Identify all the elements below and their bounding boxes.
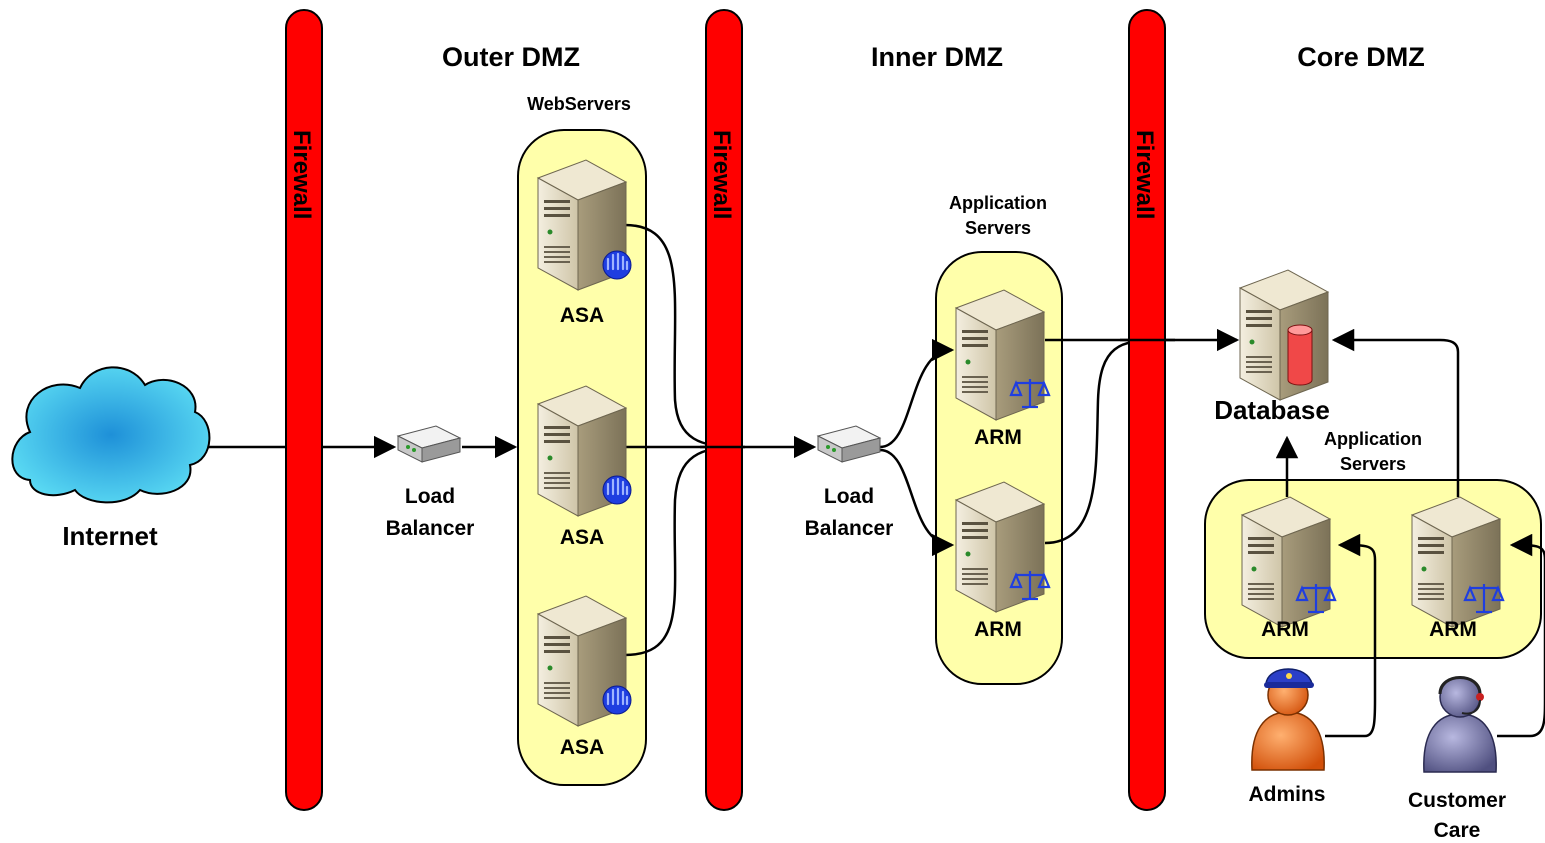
customer-care-user-icon <box>1423 676 1497 773</box>
connector-asa1-lb2 <box>624 223 741 449</box>
firewall-1: Firewall <box>285 9 323 811</box>
connector-care-arm <box>1497 533 1545 738</box>
connector-lb2-arm1 <box>879 338 955 449</box>
database-server-icon <box>1239 269 1329 401</box>
database-cylinder-icon <box>1287 324 1313 386</box>
firewall-2: Firewall <box>705 9 743 811</box>
zone-title-outer-dmz: Outer DMZ <box>442 42 580 72</box>
load-balancer-1-label-line2: Balancer <box>386 517 475 540</box>
zone-title-inner-dmz: Inner DMZ <box>871 42 1003 72</box>
load-balancer-2-label-line1: Load <box>824 485 874 508</box>
internet-label: Internet <box>62 521 158 551</box>
asa-3-badge-icon <box>601 684 633 716</box>
arm-inner-server-1-label: ARM <box>974 426 1022 449</box>
admins-label: Admins <box>1248 783 1325 806</box>
database-label: Database <box>1214 395 1330 425</box>
inner-app-servers-label-line2: Servers <box>965 218 1031 238</box>
customer-care-label-line1: Customer <box>1408 789 1506 812</box>
firewall-1-label: Firewall <box>288 130 315 219</box>
load-balancer-1-icon <box>397 425 461 463</box>
customer-care-label-line2: Care <box>1434 819 1481 842</box>
firewall-3: Firewall <box>1128 9 1166 811</box>
arm-inner-server-2-label: ARM <box>974 618 1022 641</box>
load-balancer-2-icon <box>817 425 881 463</box>
asa-server-3-label: ASA <box>560 736 604 759</box>
connector-asa3-lb2 <box>624 445 741 657</box>
asa-2-badge-icon <box>601 474 633 506</box>
connector-arm2-database <box>1044 338 1161 545</box>
arm-core-server-2-icon <box>1411 496 1501 628</box>
core-app-servers-label-line2: Servers <box>1340 454 1406 474</box>
asa-1-badge-icon <box>601 249 633 281</box>
connector-core-arm2-database <box>1331 328 1460 497</box>
webservers-group-label: WebServers <box>527 94 631 114</box>
connector-lb2-arm2 <box>879 448 955 557</box>
core-app-servers-label-line1: Application <box>1324 429 1422 449</box>
admin-user-icon <box>1251 668 1325 771</box>
arm-core-server-2-label: ARM <box>1429 618 1477 641</box>
zone-title-core-dmz: Core DMZ <box>1297 42 1425 72</box>
asa-server-1-label: ASA <box>560 304 604 327</box>
firewall-3-label: Firewall <box>1131 130 1158 219</box>
inner-app-servers-label-line1: Application <box>949 193 1047 213</box>
connector-admins-arm <box>1325 533 1377 738</box>
load-balancer-1-label-line1: Load <box>405 485 455 508</box>
internet-cloud-icon <box>11 366 211 504</box>
arm-core-server-1-label: ARM <box>1261 618 1309 641</box>
load-balancer-2-label-line2: Balancer <box>805 517 894 540</box>
firewall-2-label: Firewall <box>708 130 735 219</box>
asa-server-2-label: ASA <box>560 526 604 549</box>
